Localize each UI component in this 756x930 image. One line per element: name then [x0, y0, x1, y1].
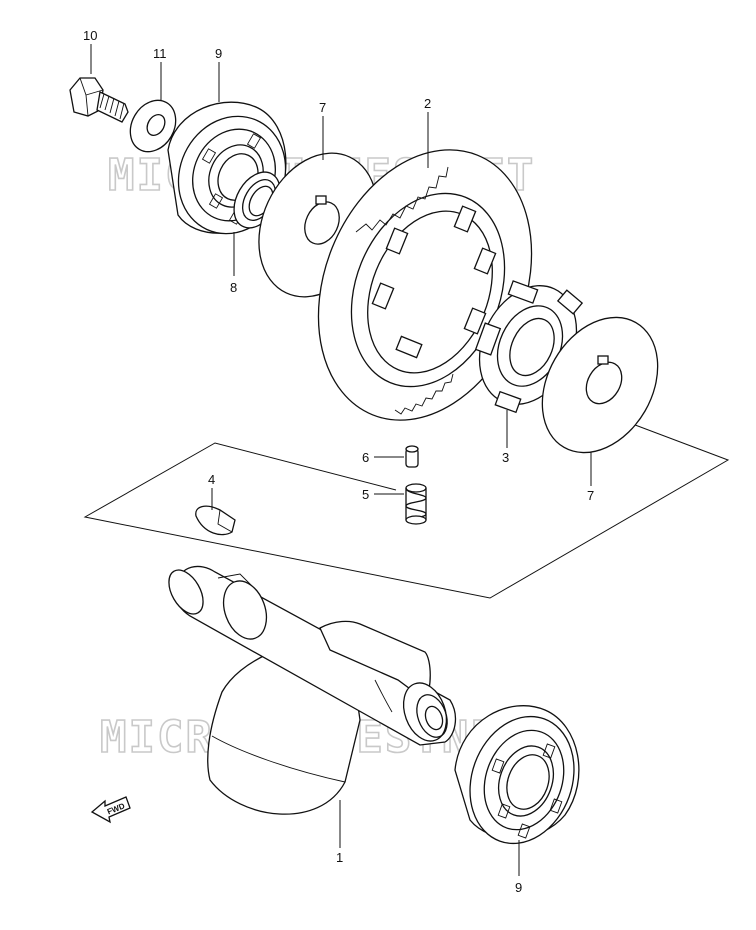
callout-6: 6 — [362, 450, 369, 465]
bolt — [69, 77, 129, 123]
starter-driven-gear — [317, 149, 533, 421]
callout-7-right: 7 — [587, 488, 594, 503]
pin — [405, 445, 419, 468]
thrust-washer-right — [541, 316, 659, 454]
callout-10: 10 — [83, 28, 97, 43]
callout-11: 11 — [153, 46, 167, 61]
bearing-lower — [454, 705, 580, 845]
crankshaft — [168, 565, 457, 815]
callout-5: 5 — [362, 487, 369, 502]
callout-4: 4 — [208, 472, 215, 487]
assembly-outline — [83, 407, 730, 599]
callout-9-lower: 9 — [515, 880, 522, 895]
gear-teeth — [355, 166, 454, 415]
callout-3: 3 — [502, 450, 509, 465]
spring — [405, 483, 427, 525]
callout-9-upper: 9 — [215, 46, 222, 61]
washer — [129, 99, 177, 153]
callout-2: 2 — [424, 96, 431, 111]
callout-7-left: 7 — [319, 100, 326, 115]
woodruff-key — [195, 505, 236, 536]
callout-1: 1 — [336, 850, 343, 865]
gear-pawls — [371, 205, 497, 359]
forward-direction-arrow: FWD — [90, 796, 131, 824]
leader-lines — [90, 44, 592, 876]
callout-8: 8 — [230, 280, 237, 295]
callouts: 10 11 9 7 2 8 6 5 3 7 4 1 9 — [83, 28, 594, 895]
